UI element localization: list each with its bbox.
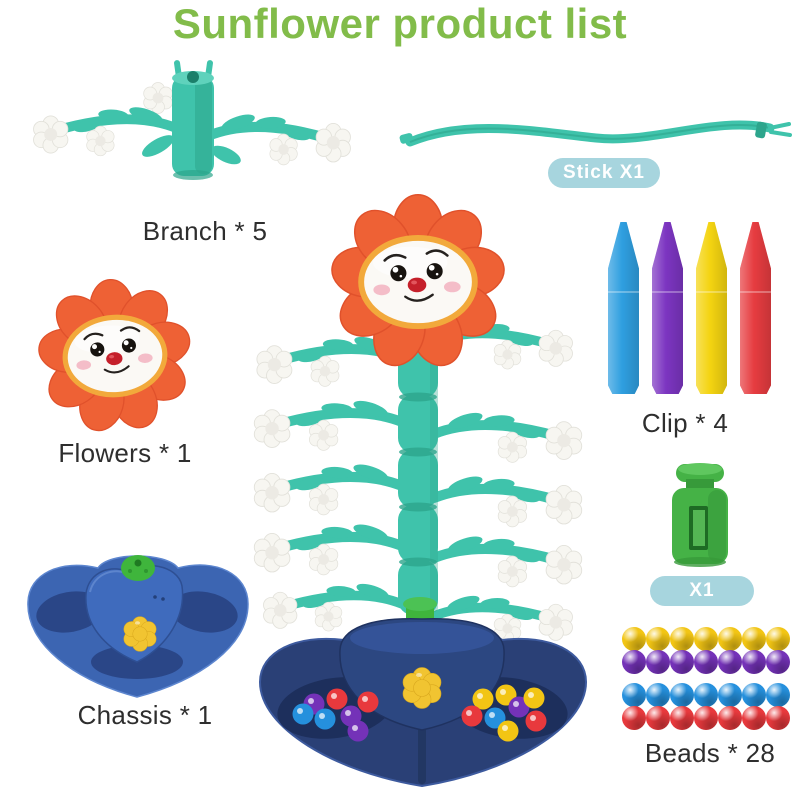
bead	[766, 627, 790, 651]
page-title: Sunflower product list	[172, 0, 628, 47]
bead	[718, 683, 742, 707]
bead	[646, 650, 670, 674]
clips-image	[608, 222, 771, 394]
clip-3	[696, 222, 727, 394]
bead	[622, 627, 646, 651]
clip-2	[652, 222, 683, 394]
hidden-daisy	[143, 82, 173, 114]
bead	[766, 706, 790, 730]
stick-part-image	[399, 120, 792, 147]
bead	[718, 706, 742, 730]
bead	[694, 683, 718, 707]
bead	[742, 683, 766, 707]
plug-badge: X1	[650, 576, 754, 606]
green-knob	[121, 555, 155, 581]
bead-row-4	[622, 706, 790, 730]
bead	[670, 627, 694, 651]
beads-image	[622, 627, 790, 730]
bead	[718, 627, 742, 651]
clip-1	[608, 222, 639, 394]
bead	[766, 650, 790, 674]
bead	[622, 706, 646, 730]
bead	[670, 683, 694, 707]
toy-tray-beads	[292, 684, 547, 742]
bead	[622, 650, 646, 674]
bead-row-1	[622, 627, 790, 651]
flowers-label: Flowers * 1	[58, 438, 192, 468]
bead-row-3	[622, 683, 790, 707]
flower-part-image	[25, 282, 205, 434]
chassis-part-image	[27, 555, 249, 698]
bead	[646, 706, 670, 730]
plug-part-image	[672, 463, 728, 567]
bead	[670, 706, 694, 730]
branch-label: Branch * 5	[142, 216, 268, 246]
beads-label: Beads * 28	[644, 738, 776, 768]
bead	[742, 627, 766, 651]
chassis-label: Chassis * 1	[77, 700, 213, 730]
bead	[646, 627, 670, 651]
assembled-toy-image	[240, 190, 588, 788]
bead	[742, 706, 766, 730]
bead	[742, 650, 766, 674]
branch-center-cylinder	[172, 60, 214, 180]
bead-row-2	[622, 650, 790, 674]
bead	[622, 683, 646, 707]
stick-badge: Stick X1	[548, 158, 660, 188]
bead	[718, 650, 742, 674]
branch-part-image	[8, 60, 360, 180]
clip-4	[740, 222, 771, 394]
bead	[766, 683, 790, 707]
bead	[646, 683, 670, 707]
bead	[694, 650, 718, 674]
bead	[694, 706, 718, 730]
toy-collar	[403, 597, 437, 620]
clip-label: Clip * 4	[641, 408, 729, 438]
bead	[670, 650, 694, 674]
bead	[694, 627, 718, 651]
